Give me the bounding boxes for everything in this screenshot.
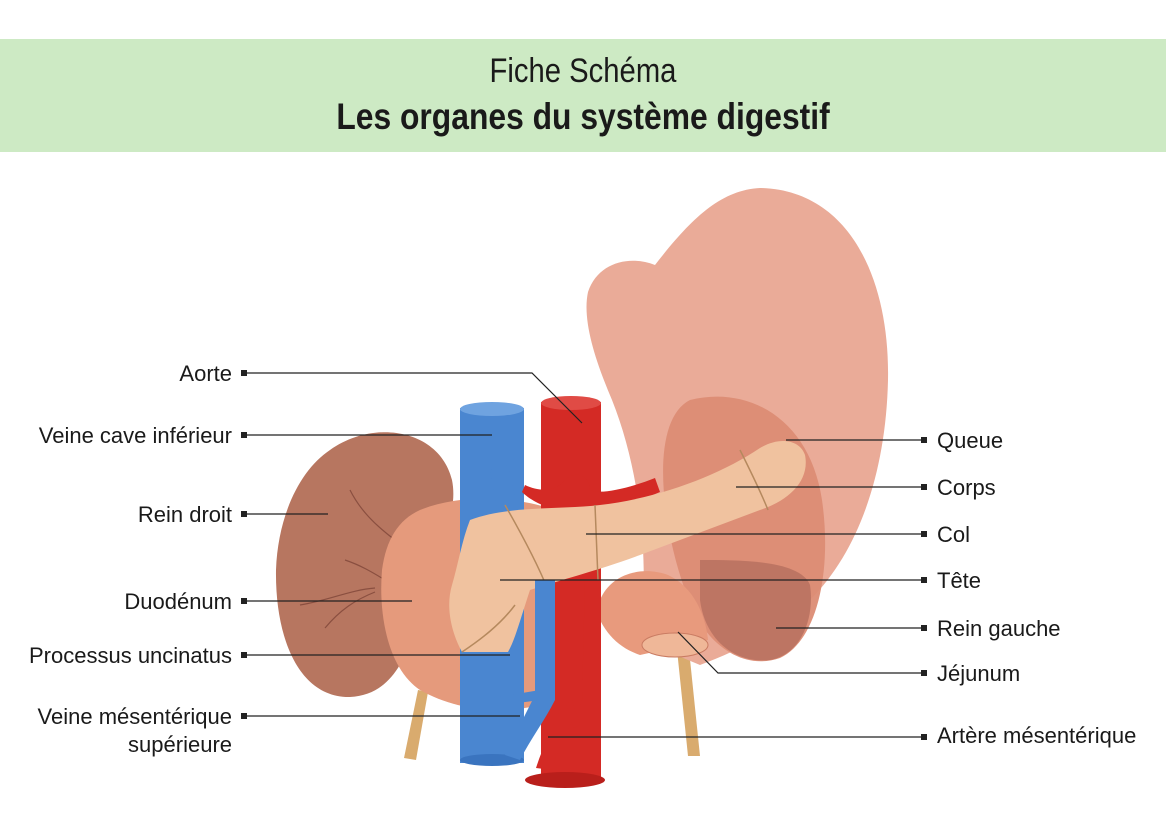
jejunum-opening [641, 632, 709, 658]
pancreas-lines [461, 449, 769, 653]
pancreas [449, 440, 806, 652]
label-col: Col [937, 522, 970, 547]
page-subtitle: Fiche Schéma [489, 52, 677, 90]
title-banner [0, 39, 1166, 152]
label-duodenum: Duodénum [124, 589, 232, 614]
mesenteric-vein-branch [480, 690, 540, 708]
page-title: Les organes du système digestif [336, 96, 830, 137]
label-aorte: Aorte [179, 361, 232, 386]
label-jejunum: Jéjunum [937, 661, 1020, 686]
aorta-top [541, 396, 601, 410]
left-kidney-lower [700, 560, 811, 661]
mesenteric-vein [505, 580, 555, 760]
label-tete: Tête [937, 568, 981, 593]
label-queue: Queue [937, 428, 1003, 453]
leader-dots-left [241, 370, 247, 719]
right-kidney-vessels [299, 489, 396, 629]
label-rein-gauche: Rein gauche [937, 616, 1061, 641]
label-veine-mesenterique-2: supérieure [128, 732, 232, 757]
left-support-stick [404, 690, 428, 760]
mesenteric-artery-branch [566, 670, 590, 728]
leader-lines-left [245, 372, 583, 717]
vena-cava-bottom [460, 754, 524, 766]
vena-cava-top [460, 402, 524, 416]
label-veine-cave: Veine cave inférieur [39, 423, 232, 448]
leader-lines-right [500, 439, 924, 738]
label-veine-mesenterique-1: Veine mésentérique [38, 704, 232, 729]
label-processus-uncinatus: Processus uncinatus [29, 643, 232, 668]
vena-cava-branch [490, 465, 520, 525]
mesenteric-artery [536, 580, 585, 770]
label-corps: Corps [937, 475, 996, 500]
leader-dots-right [921, 437, 927, 740]
aorta-bottom [525, 772, 605, 788]
right-support-stick [676, 640, 700, 756]
label-rein-droit: Rein droit [138, 502, 232, 527]
label-artere-mesenterique: Artère mésentérique [937, 723, 1136, 748]
